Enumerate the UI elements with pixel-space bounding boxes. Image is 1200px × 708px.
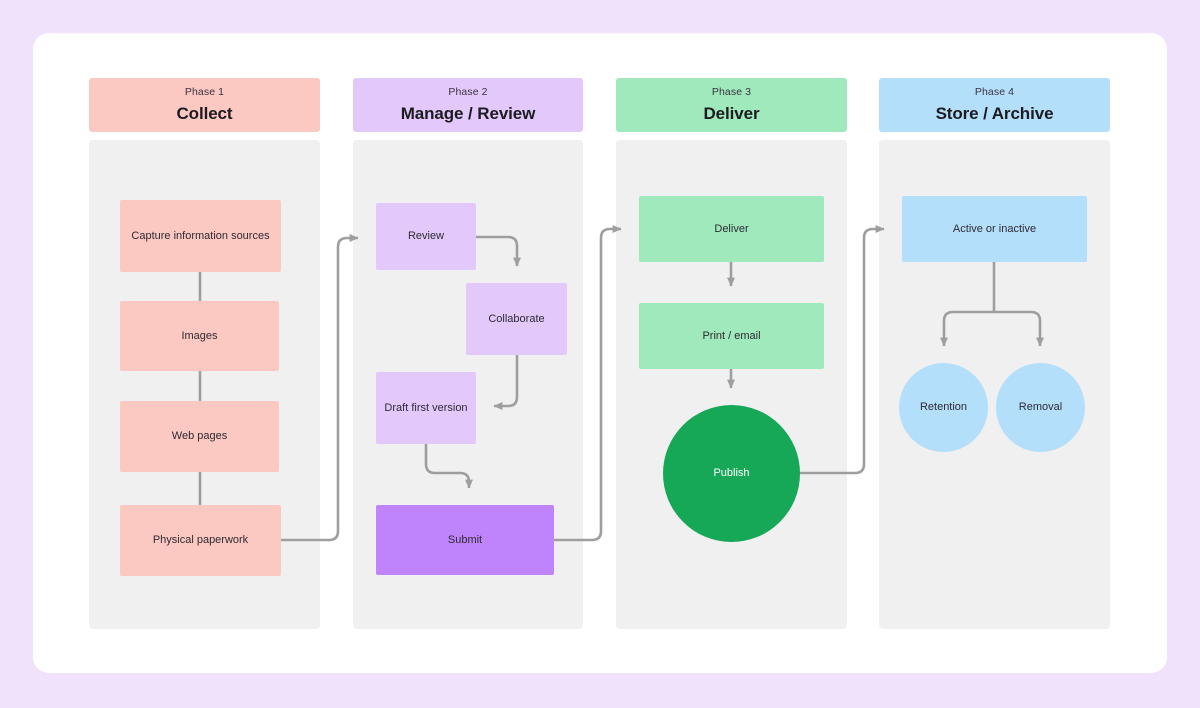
node-capture-information-sources[interactable]: Capture information sources [120,200,281,272]
node-label: Collaborate [488,312,545,325]
node-label: Capture information sources [131,229,270,242]
phase-header-4[interactable]: Phase 4 Store / Archive [879,78,1110,132]
phase-kicker: Phase 3 [711,86,752,99]
node-label: Physical paperwork [152,534,249,547]
phase-title: Manage / Review [400,104,536,124]
phase-header-1[interactable]: Phase 1 Collect [89,78,320,132]
node-collaborate[interactable]: Collaborate [466,283,567,355]
node-removal[interactable]: Removal [996,363,1085,452]
node-label: Web pages [171,430,228,443]
phase-title: Store / Archive [935,104,1054,124]
node-images[interactable]: Images [120,301,279,371]
node-label: Images [181,329,218,342]
node-label: Publish [713,467,750,480]
phase-kicker: Phase 4 [974,86,1015,99]
node-deliver[interactable]: Deliver [639,196,824,262]
node-label: Review [407,230,445,243]
node-label: Submit [447,533,483,546]
node-active-or-inactive[interactable]: Active or inactive [902,196,1087,262]
node-retention[interactable]: Retention [899,363,988,452]
node-label: Print / email [702,329,761,342]
phase-title: Collect [176,104,233,124]
node-label: Draft first version [384,401,468,414]
node-review[interactable]: Review [376,203,476,270]
node-label: Deliver [714,222,749,235]
phase-kicker: Phase 1 [184,86,225,99]
node-submit[interactable]: Submit [376,505,554,575]
node-print-email[interactable]: Print / email [639,303,824,369]
phase-title: Deliver [703,104,760,124]
node-web-pages[interactable]: Web pages [120,401,279,472]
node-draft-first-version[interactable]: Draft first version [376,372,476,444]
node-label: Retention [919,401,968,414]
phase-header-2[interactable]: Phase 2 Manage / Review [353,78,583,132]
phase-kicker: Phase 2 [448,86,488,99]
node-label: Removal [1018,401,1063,414]
node-publish[interactable]: Publish [663,405,800,542]
node-label: Active or inactive [952,222,1037,235]
phase-header-3[interactable]: Phase 3 Deliver [616,78,847,132]
node-physical-paperwork[interactable]: Physical paperwork [120,505,281,576]
